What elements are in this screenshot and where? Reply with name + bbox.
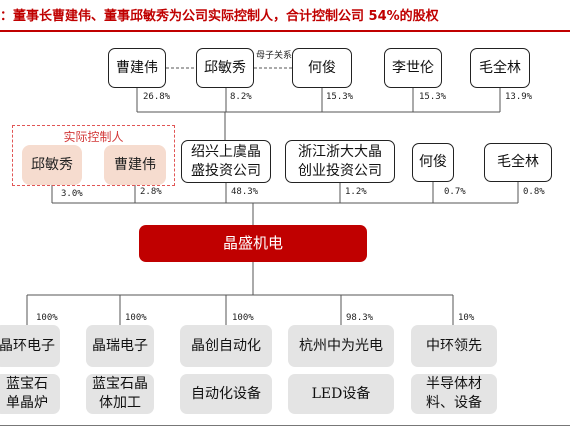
shareholder-name: 邱敏秀 [204,59,246,76]
pct-label: 2.8% [140,187,162,197]
subsidiary-name: 中环领先 [426,337,482,354]
shareholder-mid-0: 邱敏秀 [22,145,82,185]
bottom-divider [0,425,570,426]
shareholder-name: 何俊 [419,154,447,170]
shareholder-name: 毛全林 [497,154,539,170]
shareholder-top-1: 邱敏秀 [196,48,254,88]
business-text: 蓝宝石单晶炉 [6,376,48,411]
actual-controller-group [12,125,175,186]
actual-controller-label: 实际控制人 [63,130,124,144]
shareholder-mid-5: 毛全林 [484,143,552,182]
title-divider [0,30,570,32]
figure-title: ：董事长曹建伟、董事邱敏秀为公司实际控制人，合计控制公司 54%的股权 [0,9,439,24]
shareholder-top-3: 李世伦 [384,48,442,88]
shareholder-name: 毛全林 [479,59,521,76]
shareholder-top-2: 何俊 [292,48,352,88]
subsidiary-1: 晶瑞电子 [86,325,154,367]
pct-label: 3.0% [61,189,83,199]
subsidiary-name: 晶瑞电子 [92,337,148,354]
shareholder-name: 曹建伟 [114,156,156,173]
company-name: 晶盛机电 [222,234,283,252]
business-text: 半导体材料、设备 [426,376,482,411]
pct-label: 15.3% [419,92,447,102]
subsidiary-0: 晶环电子 [0,325,60,367]
pct-label: 100% [232,313,254,323]
subsidiary-name: 晶创自动化 [191,337,261,354]
pct-label: 48.3% [231,187,259,197]
subsidiary-2: 晶创自动化 [180,325,272,367]
pct-label: 15.3% [326,92,354,102]
pct-label: 8.2% [230,92,252,102]
business-3: LED设备 [288,374,394,414]
subsidiary-3: 杭州中为光电 [288,325,394,367]
pct-label: 100% [36,313,58,323]
shareholder-mid-3: 浙江浙大大晶创业投资公司 [285,140,395,183]
shareholder-top-0: 曹建伟 [108,48,166,88]
pct-label: 100% [125,313,147,323]
business-4: 半导体材料、设备 [411,374,497,414]
subsidiary-4: 中环领先 [411,325,497,367]
shareholder-mid-4: 何俊 [412,143,454,182]
business-text: LED设备 [311,385,371,402]
shareholder-name: 何俊 [308,59,336,76]
pct-label: 0.7% [444,187,466,197]
pct-label: 26.8% [143,92,171,102]
pct-label: 0.8% [523,187,545,197]
business-0: 蓝宝石单晶炉 [0,374,60,414]
pct-label: 1.2% [345,187,367,197]
shareholder-name: 李世伦 [392,59,434,76]
business-1: 蓝宝石晶体加工 [86,374,154,414]
business-text: 自动化设备 [191,385,261,402]
shareholder-name: 浙江浙大大晶创业投资公司 [298,143,382,179]
subsidiary-name: 杭州中为光电 [299,337,383,354]
pct-label: 10% [458,313,475,323]
pct-label: 13.9% [505,92,533,102]
shareholder-top-4: 毛全林 [470,48,530,88]
subsidiary-name: 晶环电子 [0,337,55,354]
shareholder-name: 绍兴上虞晶盛投资公司 [191,143,261,179]
shareholder-mid-1: 曹建伟 [104,145,166,185]
pct-label: 98.3% [346,313,374,323]
shareholder-mid-2: 绍兴上虞晶盛投资公司 [181,140,271,183]
business-2: 自动化设备 [180,374,272,414]
company-box: 晶盛机电 [139,225,367,262]
shareholder-name: 邱敏秀 [31,156,73,173]
relation-label: 母子关系 [256,51,293,61]
business-text: 蓝宝石晶体加工 [92,376,148,411]
shareholder-name: 曹建伟 [116,59,158,76]
